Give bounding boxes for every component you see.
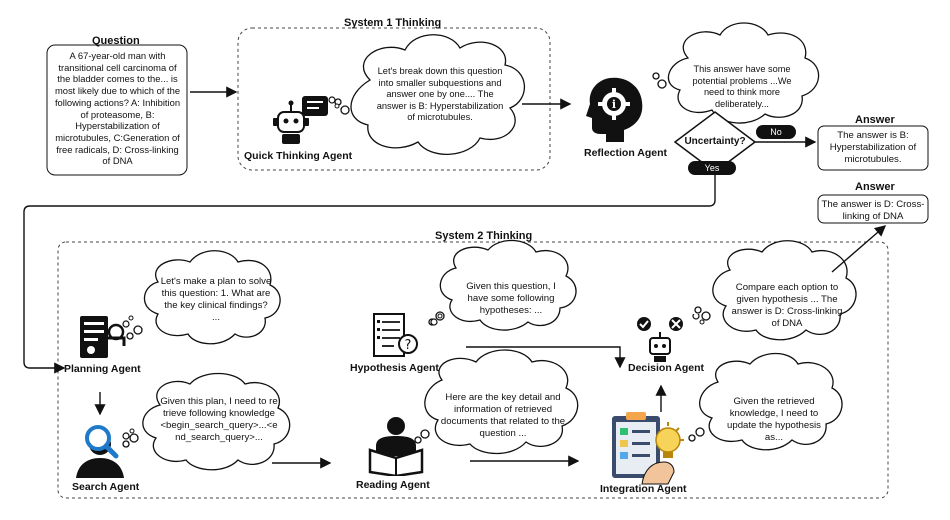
question-title: Question xyxy=(92,35,140,47)
search-thought-text: Given this plan, I need to retrieve foll… xyxy=(160,396,278,443)
planning-thought-text: Let's make a plan to solve this question… xyxy=(160,276,272,323)
planning-icon xyxy=(80,315,134,358)
reading-thought-text: Here are the key detail and information … xyxy=(440,392,566,439)
arrow-decision-to-answer xyxy=(831,225,887,273)
svg-text:i: i xyxy=(612,98,616,111)
quick-thought-text: Let's break down this question into smal… xyxy=(376,66,504,123)
decision-thought-text: Compare each option to given hypothesis … xyxy=(731,282,843,329)
svg-text:?: ? xyxy=(405,338,412,353)
thought-cloud-reflection xyxy=(652,22,820,124)
arrow-hypothesis-to-integration xyxy=(466,346,626,369)
hypothesis-icon: ? xyxy=(373,313,443,357)
answer1-title: Answer xyxy=(855,114,895,126)
integration-thought-text: Given the retrieved knowledge, I need to… xyxy=(727,396,821,443)
system2-title: System 2 Thinking xyxy=(435,230,533,242)
answer2-text: The answer is D: Cross-linking of DNA xyxy=(821,199,925,222)
arrow-yes-to-system2 xyxy=(23,172,716,374)
answer1-text: The answer is B: Hyperstabilization of m… xyxy=(829,130,917,165)
uncertainty-label: Uncertainty? xyxy=(684,136,746,147)
hypothesis-thought-text: Given this question, I have some followi… xyxy=(466,281,556,316)
answer2-title: Answer xyxy=(855,181,895,193)
decision-robot-icon xyxy=(637,314,705,362)
planning-agent-label: Planning Agent xyxy=(64,363,141,375)
reflection-agent-label: Reflection Agent xyxy=(584,147,668,159)
thought-cloud-decision xyxy=(694,240,857,341)
yes-label: Yes xyxy=(688,161,736,175)
quick-agent-label: Quick Thinking Agent xyxy=(244,150,353,162)
thought-cloud-search xyxy=(122,372,291,471)
question-text: A 67-year-old man with transitional cell… xyxy=(54,50,181,167)
answer2-box xyxy=(817,194,929,224)
hypothesis-agent-label: Hypothesis Agent xyxy=(350,362,439,374)
head-gear-icon: i xyxy=(586,77,643,142)
integration-agent-label: Integration Agent xyxy=(600,483,687,495)
search-agent-label: Search Agent xyxy=(72,481,140,493)
decision-agent-label: Decision Agent xyxy=(628,362,705,374)
reading-agent-label: Reading Agent xyxy=(356,479,430,491)
no-label: No xyxy=(756,125,796,139)
thought-cloud-reading xyxy=(414,349,579,455)
system1-container xyxy=(237,27,551,171)
thought-cloud-hypothesis xyxy=(428,239,577,331)
thought-cloud-integration xyxy=(688,352,843,451)
question-box xyxy=(46,44,188,176)
answer1-box xyxy=(817,125,929,171)
robot-icon xyxy=(273,96,340,144)
reflection-thought-text: This answer have some potential problems… xyxy=(692,64,792,109)
reading-person-icon xyxy=(368,417,424,476)
integration-icon xyxy=(612,412,684,485)
search-person-icon xyxy=(76,425,135,478)
thought-cloud-planning xyxy=(126,250,281,345)
system1-title: System 1 Thinking xyxy=(344,17,442,29)
